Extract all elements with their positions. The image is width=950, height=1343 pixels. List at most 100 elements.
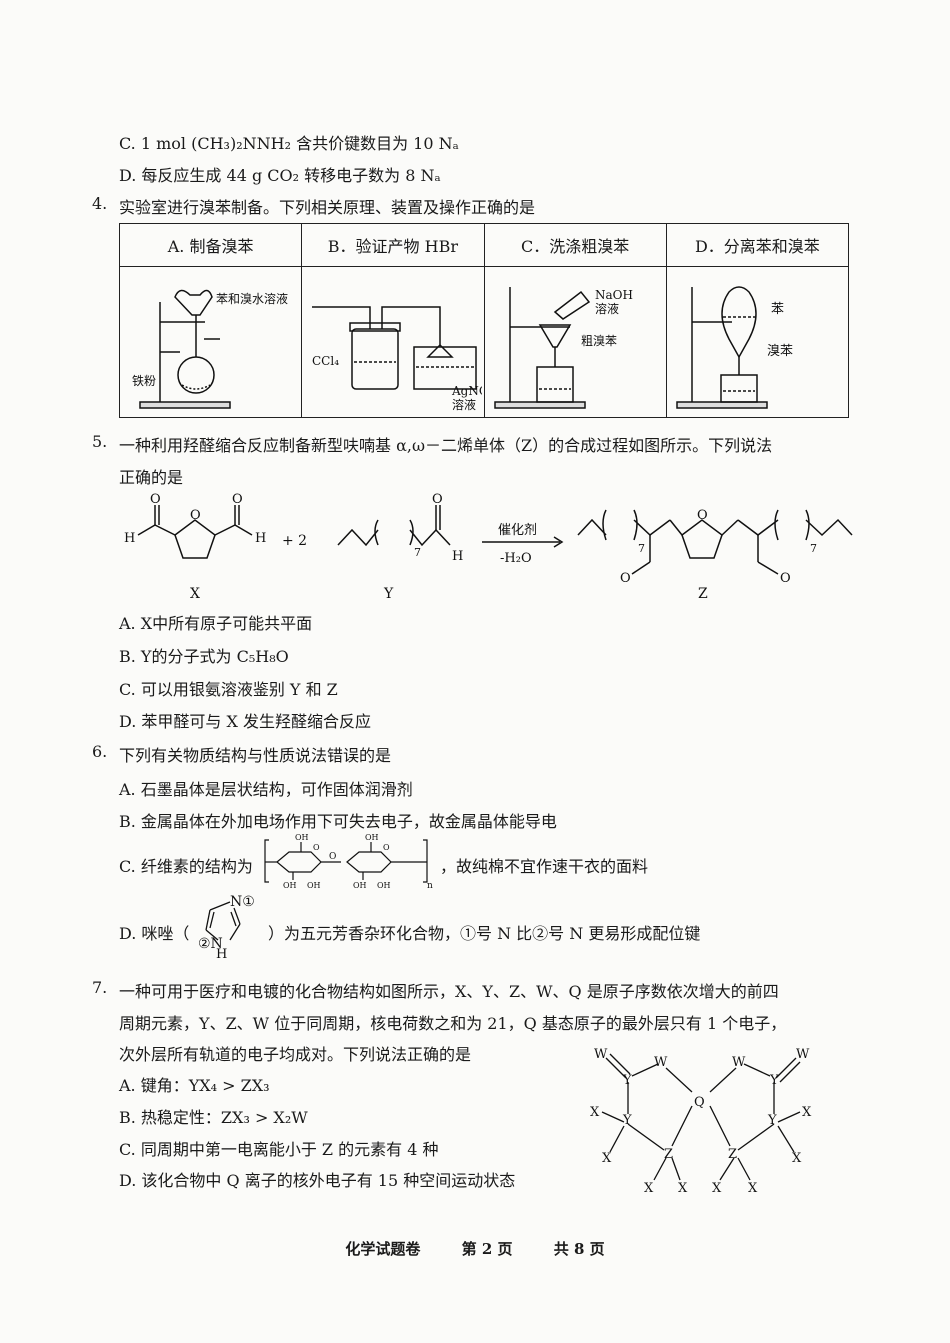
- imidazole-n2: ②N: [198, 936, 223, 952]
- compound-z-label: Z: [698, 586, 708, 602]
- q4-number: 4.: [92, 194, 108, 213]
- q4-cell-c: NaOH 溶液 粗溴苯: [483, 266, 667, 418]
- atom-x-7: X: [712, 1181, 722, 1196]
- z-ring-oxygen: O: [697, 508, 708, 523]
- q4-header-b: B．验证产物 HBr: [301, 223, 485, 267]
- atom-w-1: W: [594, 1047, 608, 1062]
- q6-option-a: A. 石墨晶体是层状结构，可作固体润滑剂: [119, 780, 413, 799]
- label-bromobenzene: 溴苯: [767, 344, 793, 359]
- apparatus-c-diagram: NaOH 溶液 粗溴苯: [493, 287, 633, 409]
- q6-option-d-prefix: D. 咪唑（: [119, 924, 190, 943]
- apparatus-d-diagram: 苯 溴苯: [676, 286, 793, 409]
- atom-y-2: Y: [769, 1073, 779, 1088]
- x-aldehyde-oxygen-left: O: [150, 492, 161, 507]
- q5-stem-line2: 正确的是: [119, 468, 184, 487]
- cellulose-ring-o-2: O: [383, 843, 390, 852]
- atom-x-2: X: [802, 1105, 812, 1120]
- q5-option-d: D. 苯甲醛可与 X 发生羟醛缩合反应: [119, 712, 371, 731]
- cellulose-oh-3: OH: [283, 881, 297, 890]
- q5-option-c: C. 可以用银氨溶液鉴别 Y 和 Z: [119, 680, 338, 699]
- q4-header-c: C．洗涤粗溴苯: [483, 223, 667, 267]
- q7-compound-structure: W W W W Y Y Q Y Y X X Z Z X X X X X X: [590, 1047, 812, 1196]
- q6-option-b: B. 金属晶体在外加电场作用下可失去电子，故金属晶体能导电: [119, 812, 557, 831]
- q4-apparatus-table: A. 制备溴苯 B．验证产物 HBr C．洗涤粗溴苯 D．分离苯和溴苯 苯和溴水…: [118, 223, 850, 418]
- z-subscript-7-right: 7: [810, 542, 817, 555]
- plus-two: + 2: [282, 533, 307, 549]
- atom-z-2: Z: [728, 1147, 737, 1162]
- label-solution-b: 溶液: [452, 397, 476, 412]
- q7-option-b: B. 热稳定性：ZX₃ > X₂W: [119, 1108, 308, 1127]
- page-footer: 化学试题卷 第 2 页 共 8 页: [0, 1238, 950, 1259]
- label-benzene-bromine: 苯和溴水溶液: [216, 291, 288, 306]
- x-h-left: H: [124, 531, 135, 546]
- footer-page: 第 2 页: [461, 1240, 513, 1258]
- z-oxygen-right: O: [780, 571, 791, 586]
- atom-x-1: X: [590, 1105, 600, 1120]
- q7-number: 7.: [92, 978, 108, 997]
- atom-w-3: W: [732, 1055, 746, 1070]
- atom-z-1: Z: [664, 1147, 673, 1162]
- cellulose-ring-o-1: O: [313, 843, 320, 852]
- cellulose-o-bridge: O: [329, 852, 336, 862]
- q4-header-a: A. 制备溴苯: [118, 223, 303, 267]
- atom-q: Q: [694, 1095, 705, 1110]
- condition-water: -H₂O: [500, 551, 532, 566]
- q5-stem-line1: 一种利用羟醛缩合反应制备新型呋喃基 α,ω－二烯单体（Z）的合成过程如图所示。下…: [119, 436, 773, 455]
- cellulose-oh-2: OH: [365, 833, 379, 842]
- q7-option-c: C. 同周期中第一电离能小于 Z 的元素有 4 种: [119, 1140, 439, 1159]
- atom-x-8: X: [748, 1181, 758, 1196]
- compound-x-label: X: [190, 586, 200, 602]
- z-subscript-7-left: 7: [638, 542, 645, 555]
- atom-x-5: X: [644, 1181, 654, 1196]
- imidazole-structure: N① ②N H: [198, 894, 255, 958]
- apparatus-a-diagram: 苯和溴水溶液 铁粉: [132, 289, 288, 409]
- cellulose-n: n: [427, 881, 433, 890]
- q6-stem: 下列有关物质结构与性质说法错误的是: [119, 746, 392, 765]
- x-ring-oxygen: O: [190, 508, 201, 523]
- q3-option-d: D. 每反应生成 44 g CO₂ 转移电子数为 8 Nₐ: [119, 166, 441, 185]
- q7-stem-line1: 一种可用于医疗和电镀的化合物结构如图所示，X、Y、Z、W、Q 是原子序数依次增大…: [119, 982, 779, 1001]
- imidazole-h: H: [216, 947, 227, 958]
- x-h-right: H: [255, 531, 266, 546]
- label-solution-c: 溶液: [595, 301, 619, 316]
- cellulose-oh-4: OH: [353, 881, 367, 890]
- y-h: H: [452, 549, 463, 564]
- y-aldehyde-oxygen: O: [432, 492, 443, 507]
- atom-y-4: Y: [767, 1113, 777, 1128]
- label-naoh: NaOH: [595, 288, 633, 302]
- atom-y-1: Y: [622, 1073, 632, 1088]
- q4-cell-b: CCl₄ AgNO₃ 溶液: [301, 266, 485, 418]
- compound-y-label: Y: [383, 586, 394, 602]
- label-iron-powder: 铁粉: [132, 374, 156, 388]
- atom-x-6: X: [678, 1181, 688, 1196]
- atom-w-2: W: [654, 1055, 668, 1070]
- q4-cell-d: 苯 溴苯: [665, 266, 850, 418]
- q5-reaction-scheme: O O O H H + 2 7 O H 催化剂 -H₂O 7 O 7 O O X…: [124, 492, 853, 602]
- label-benzene: 苯: [771, 302, 784, 317]
- q5-option-a: A. X中所有原子可能共平面: [119, 614, 313, 633]
- q5-number: 5.: [92, 432, 108, 451]
- y-subscript-7: 7: [414, 546, 421, 559]
- z-oxygen-left: O: [620, 571, 631, 586]
- q7-stem-line3: 次外层所有轨道的电子均成对。下列说法正确的是: [119, 1045, 472, 1064]
- q4-cell-a: 苯和溴水溶液 铁粉: [118, 266, 303, 418]
- footer-title: 化学试题卷: [345, 1240, 421, 1258]
- q6-option-c-prefix: C. 纤维素的结构为: [119, 857, 253, 876]
- cellulose-structure: OH OH OH OH OH OH O O O n: [264, 833, 433, 890]
- cellulose-oh-6: OH: [377, 881, 391, 890]
- cellulose-oh-5: OH: [307, 881, 321, 890]
- q7-option-a: A. 键角：YX₄ > ZX₃: [119, 1076, 270, 1095]
- q5-option-b: B. Y的分子式为 C₅H₈O: [119, 647, 289, 666]
- q3-option-c: C. 1 mol (CH₃)₂NNH₂ 含共价键数目为 10 Nₐ: [119, 134, 459, 153]
- atom-x-3: X: [602, 1151, 612, 1166]
- q6-number: 6.: [92, 742, 108, 761]
- q4-stem: 实验室进行溴苯制备。下列相关原理、装置及操作正确的是: [119, 198, 536, 217]
- label-ccl4: CCl₄: [312, 354, 339, 368]
- atom-y-3: Y: [622, 1113, 632, 1128]
- atom-x-4: X: [792, 1151, 802, 1166]
- q7-stem-line2: 周期元素，Y、Z、W 位于同周期，核电荷数之和为 21，Q 基态原子的最外层只有…: [119, 1014, 787, 1033]
- label-crude-bromobenzene: 粗溴苯: [581, 334, 617, 348]
- q7-option-d: D. 该化合物中 Q 离子的核外电子有 15 种空间运动状态: [119, 1171, 516, 1190]
- q4-header-d: D．分离苯和溴苯: [665, 223, 850, 267]
- imidazole-n1: N①: [230, 894, 255, 910]
